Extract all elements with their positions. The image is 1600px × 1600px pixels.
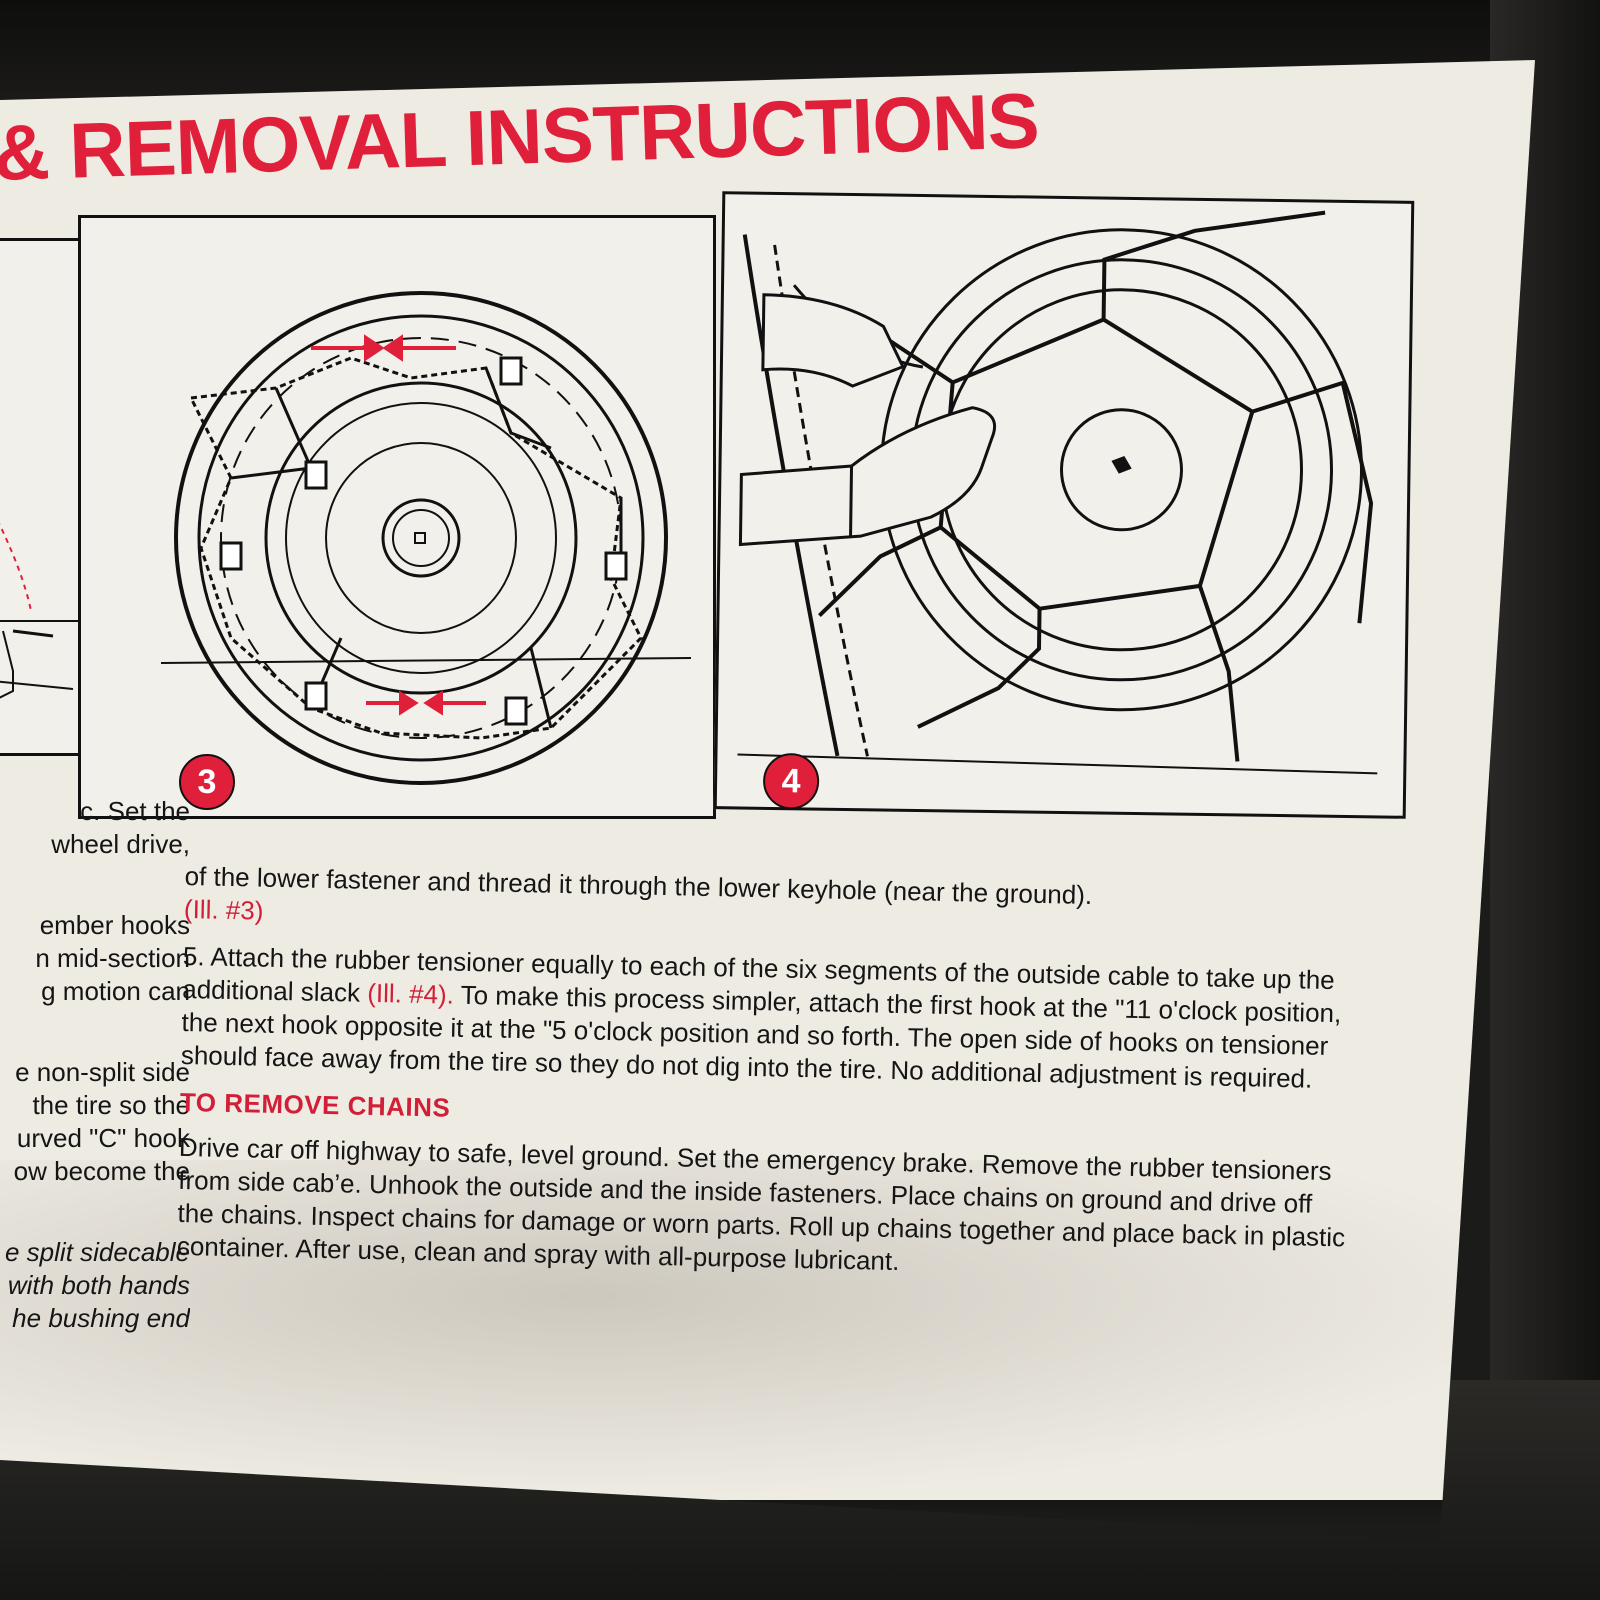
left-fragment-line: he bushing end <box>12 1303 190 1333</box>
left-fragment-line: n mid-section <box>35 943 190 973</box>
tire-drawing <box>160 291 692 785</box>
illustration-number-3: 3 <box>179 754 235 810</box>
step-5-illustration-ref: (Ill. #4). <box>366 977 455 1010</box>
illustration-panel-3: 3 <box>78 215 716 819</box>
left-fragment-line: urved "C" hook <box>16 1123 190 1153</box>
left-fragment-line: with both hands <box>7 1270 190 1300</box>
step-4-illustration-ref: (Ill. #3) <box>183 893 264 926</box>
hands-drawing <box>738 293 997 547</box>
left-fragment-line: ember hooks <box>39 910 190 940</box>
tire-chain-illustration-4 <box>737 210 1378 775</box>
left-fragment-line: e non-split side <box>15 1057 190 1087</box>
left-fragment-line: g motion can <box>41 976 190 1006</box>
chain-drawing <box>188 356 643 740</box>
grime-stain <box>0 1160 1535 1500</box>
left-fragment-line: c. Set the <box>80 796 190 826</box>
illustration-panel-4: 4 <box>713 191 1415 819</box>
red-arrows <box>311 334 486 716</box>
step-5: 5. Attach the rubber tensioner equally t… <box>181 940 1354 1096</box>
left-fragment-line: the tire so the <box>32 1090 190 1120</box>
left-column-fragments: c. Set the wheel drive, ember hooks n mi… <box>0 795 190 1335</box>
instruction-text: of the lower fastener and thread it thro… <box>176 860 1354 1301</box>
left-fragment-line: ow become the <box>13 1156 190 1186</box>
remove-chains-text: Drive car off highway to safe, level gro… <box>176 1131 1346 1277</box>
partial-illustration <box>0 523 85 699</box>
tire-chain-illustration-3 <box>160 291 692 785</box>
left-fragment-line: e split sidecable <box>5 1237 190 1267</box>
left-fragment-line: wheel drive, <box>51 829 190 859</box>
